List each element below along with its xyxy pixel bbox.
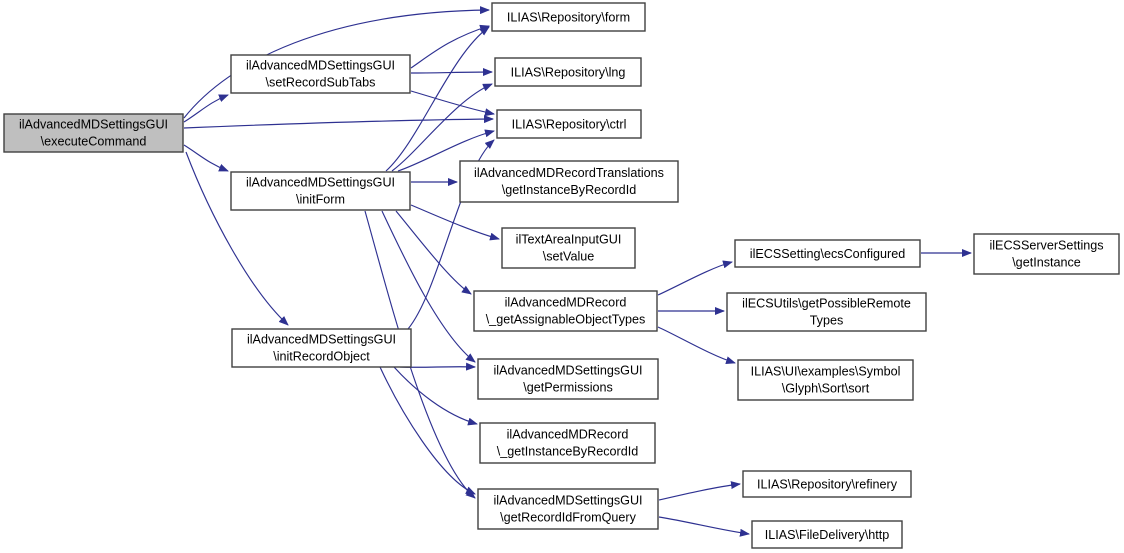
call-edge-executeCommand-to-initForm [183,144,229,172]
node-label-ecsServerSettings-line2: \getInstance [1012,255,1081,269]
node-label-getPermissions-line2: \getPermissions [523,380,613,394]
node-initForm[interactable]: ilAdvancedMDSettingsGUI \initForm [230,171,411,211]
node-label-initForm-line1: ilAdvancedMDSettingsGUI [246,175,395,189]
node-label-recordTranslations-line1: ilAdvancedMDRecordTranslations [474,166,664,180]
node-label-executeCommand-line1: ilAdvancedMDSettingsGUI [19,117,168,131]
node-box-setRecordSubTabs[interactable] [230,54,411,94]
node-box-recordTranslations[interactable] [459,160,679,203]
node-label-recordTranslations-line2: \getInstanceByRecordId [502,183,636,197]
node-repoForm[interactable]: ILIAS\Repository\form [491,2,646,32]
node-box-ecsServerSettings[interactable] [973,233,1120,275]
node-box-initRecordObject[interactable] [231,328,412,368]
node-box-getPossibleRemoteTypes[interactable] [726,292,927,332]
node-label-executeCommand-line2: \executeCommand [41,134,147,148]
node-glyphSort[interactable]: ILIAS\UI\examples\Symbol \Glyph\Sort\sort [737,359,914,401]
call-edge-executeCommand-to-setRecordSubTabs [183,94,229,123]
node-box-initForm[interactable] [230,171,411,211]
node-label-ecsServerSettings-line1: ilECSServerSettings [989,238,1103,252]
call-edge-executeCommand-to-repoCtrl [183,115,494,129]
node-textAreaSetValue[interactable]: ilTextAreaInputGUI \setValue [501,227,636,269]
node-label-ecsConfigured: ilECSSetting\ecsConfigured [750,247,905,261]
call-edge-getRecordIdFromQuery-to-fileDeliveryHttp [658,516,750,537]
node-box-getRecordIdFromQuery[interactable] [477,488,659,530]
node-box-repoLng[interactable] [494,57,642,87]
node-ecsConfigured[interactable]: ilECSSetting\ecsConfigured [734,239,921,268]
node-label-getInstanceByRecordId-line2: \_getInstanceByRecordId [497,444,638,458]
node-box-fileDeliveryHttp[interactable] [751,520,903,549]
call-edge-initForm-to-repoLng [391,83,493,172]
node-label-initRecordObject-line1: ilAdvancedMDSettingsGUI [247,332,396,346]
call-edge-initForm-to-getAssignableObjectTypes [395,210,472,295]
node-box-textAreaSetValue[interactable] [501,227,636,269]
node-label-getPossibleRemoteTypes-line2: Types [810,313,844,327]
node-label-repoLng: ILIAS\Repository\lng [511,65,626,79]
node-label-repoRefinery: ILIAS\Repository\refinery [757,477,898,491]
nodes-layer: ilAdvancedMDSettingsGUI\executeCommandil… [3,2,1120,549]
node-label-glyphSort-line2: \Glyph\Sort\sort [782,381,870,395]
call-edge-initForm-to-textAreaSetValue [410,204,500,241]
node-label-getAssignableObjectTypes-line2: \_getAssignableObjectTypes [486,312,646,326]
node-label-glyphSort-line1: ILIAS\UI\examples\Symbol [751,364,901,378]
node-label-setRecordSubTabs-line1: ilAdvancedMDSettingsGUI [246,58,395,72]
node-label-getRecordIdFromQuery-line1: ilAdvancedMDSettingsGUI [493,493,642,507]
node-box-getAssignableObjectTypes[interactable] [473,290,658,332]
call-edge-initForm-to-getRecordIdFromQuery [364,210,476,499]
call-edge-initForm-to-repoForm [385,26,490,172]
node-label-initForm-line2: \initForm [296,192,345,206]
node-label-textAreaSetValue-line2: \setValue [543,249,595,263]
node-label-initRecordObject-line2: \initRecordObject [273,349,370,363]
node-box-repoCtrl[interactable] [496,109,642,139]
node-label-textAreaSetValue-line1: ilTextAreaInputGUI [516,232,622,246]
node-ecsServerSettings[interactable]: ilECSServerSettings \getInstance [973,233,1120,275]
node-getRecordIdFromQuery[interactable]: ilAdvancedMDSettingsGUI \getRecordIdFromQ… [477,488,659,530]
node-label-getAssignableObjectTypes-line1: ilAdvancedMDRecord [505,295,627,309]
call-edge-initRecordObject-to-getRecordIdFromQuery [379,366,476,495]
node-label-getPossibleRemoteTypes-line1: ilECSUtils\getPossibleRemote [742,296,911,310]
call-edge-initForm-to-repoCtrl [397,129,495,172]
node-box-glyphSort[interactable] [737,359,914,401]
node-label-repoForm: ILIAS\Repository\form [507,10,630,24]
call-edge-setRecordSubTabs-to-repoForm [410,24,490,69]
node-box-getPermissions[interactable] [477,358,659,400]
node-box-repoForm[interactable] [491,2,646,32]
node-label-getPermissions-line1: ilAdvancedMDSettingsGUI [493,363,642,377]
node-box-repoRefinery[interactable] [742,470,912,498]
node-setRecordSubTabs[interactable]: ilAdvancedMDSettingsGUI \setRecordSubTabs [230,54,411,94]
node-repoLng[interactable]: ILIAS\Repository\lng [494,57,642,87]
edges-layer [183,6,972,537]
node-label-getInstanceByRecordId-line1: ilAdvancedMDRecord [507,427,629,441]
call-edge-setRecordSubTabs-to-repoCtrl [410,90,495,117]
node-initRecordObject[interactable]: ilAdvancedMDSettingsGUI \initRecordObject [231,328,412,368]
call-edge-initForm-to-getPermissions [381,210,476,363]
node-label-getRecordIdFromQuery-line2: \getRecordIdFromQuery [500,510,636,524]
call-edge-getAssignableObjectTypes-to-glyphSort [657,326,736,365]
call-edge-getRecordIdFromQuery-to-repoRefinery [658,481,741,501]
node-label-fileDeliveryHttp: ILIAS\FileDelivery\http [765,528,890,542]
call-edge-getAssignableObjectTypes-to-ecsConfigured [657,260,733,296]
call-edge-initRecordObject-to-getInstanceByRecordId [393,366,478,426]
node-recordTranslations[interactable]: ilAdvancedMDRecordTranslations \getInstan… [459,160,679,203]
node-getAssignableObjectTypes[interactable]: ilAdvancedMDRecord \_getAssignableObjectT… [473,290,658,332]
node-getInstanceByRecordId[interactable]: ilAdvancedMDRecord \_getInstanceByRecordI… [479,422,656,464]
node-box-ecsConfigured[interactable] [734,239,921,268]
node-box-getInstanceByRecordId[interactable] [479,422,656,464]
node-executeCommand[interactable]: ilAdvancedMDSettingsGUI \executeCommand [3,113,184,153]
call-edge-executeCommand-to-initRecordObject [185,151,289,326]
node-fileDeliveryHttp[interactable]: ILIAS\FileDelivery\http [751,520,903,549]
node-label-repoCtrl: ILIAS\Repository\ctrl [512,117,627,131]
call-edge-initRecordObject-to-repoCtrl [407,139,495,330]
node-box-executeCommand[interactable] [3,113,184,153]
call-edge-executeCommand-to-repoForm [183,6,490,119]
node-repoCtrl[interactable]: ILIAS\Repository\ctrl [496,109,642,139]
node-getPermissions[interactable]: ilAdvancedMDSettingsGUI \getPermissions [477,358,659,400]
node-repoRefinery[interactable]: ILIAS\Repository\refinery [742,470,912,498]
node-label-setRecordSubTabs-line2: \setRecordSubTabs [266,75,376,89]
